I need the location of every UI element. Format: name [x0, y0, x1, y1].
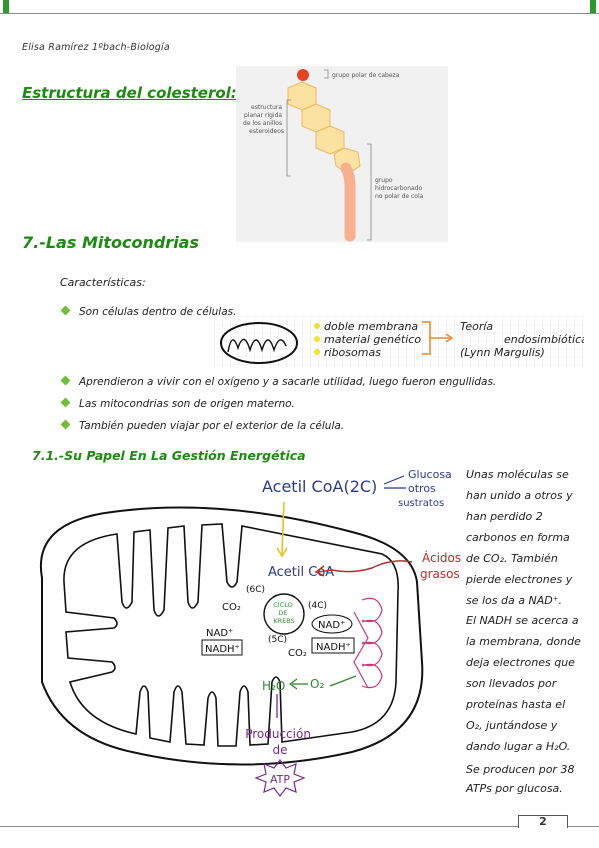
sketch-items: doble membrana material genético ribosom… — [324, 320, 425, 359]
carbon-4: (4C) — [308, 601, 327, 611]
grasos-label: grasos — [420, 567, 460, 581]
nad-right: NAD⁺ — [318, 620, 345, 631]
hydrocarbon-tail — [340, 162, 356, 242]
polar-head-dot — [297, 69, 309, 81]
fatty-acid-arrow — [317, 560, 413, 573]
header-rule — [0, 13, 599, 14]
co2-left: CO₂ — [222, 602, 241, 613]
co2-bottom: CO₂ — [288, 648, 307, 659]
nadh-right: NADH⁺ — [316, 642, 351, 653]
nad-left: NAD⁺ — [206, 628, 233, 639]
mitochondria-sketch: doble membrana material genético ribosom… — [214, 316, 584, 368]
label-polar-head: grupo polar de cabeza — [332, 72, 400, 79]
bullet-icon — [60, 419, 71, 430]
bullet-item-2: Aprendieron a vivir con el oxígeno y a s… — [60, 375, 496, 388]
bullet-item-3: Las mitocondrias son de origen materno. — [60, 397, 295, 410]
h2o-label: H₂O — [262, 679, 285, 693]
paragraph-3: Se producen por 38 ATPs por glucosa. — [466, 763, 575, 795]
outer-membrane — [39, 506, 424, 766]
sketch-theory: Teoría endosimbiótica (Lynn Margulis) — [460, 320, 584, 359]
footer-rule — [0, 826, 599, 827]
paragraph-2: El NADH se acerca a la membrana, donde d… — [466, 614, 581, 753]
page-tab-left — [3, 0, 9, 13]
bullet-icon — [60, 305, 71, 316]
paragraph-1: Unas moléculas se han unido a otros y ha… — [466, 468, 573, 607]
atp-label: ATP — [270, 773, 290, 786]
page-number: 2 — [539, 815, 547, 828]
carbon-5: (5C) — [268, 635, 287, 645]
energetica-heading: 7.1.-Su Papel En La Gestión Energética — [32, 448, 306, 463]
page-tab-right — [590, 0, 596, 13]
bullet-icon — [60, 375, 71, 386]
produccion-label: Producción de — [245, 727, 315, 757]
ciclo-label: CICLO DE KREBS — [273, 601, 295, 625]
acidos-label: Ácidos — [422, 550, 461, 565]
atp-burst — [254, 759, 306, 797]
bullet-item-1: Son células dentro de células. — [60, 305, 236, 318]
acetil-coa-inner: Acetil CoA — [268, 565, 334, 580]
krebs-diagram: Acetil CoA(2C) Glucosa otros sustratos A… — [39, 468, 461, 797]
atp-synthase — [353, 597, 383, 689]
caracteristicas-label: Características: — [60, 276, 146, 289]
mitocondrias-heading: 7.-Las Mitocondrias — [22, 233, 199, 252]
nadh-left: NADH⁺ — [205, 644, 240, 655]
cholesterol-figure: grupo polar de cabeza estructura planar … — [236, 66, 448, 242]
bullet-item-4: También pueden viajar por el exterior de… — [60, 419, 344, 432]
page-number-box: 2 — [518, 815, 568, 828]
acetyl-arrow — [281, 501, 285, 555]
author-line: Elisa Ramírez 1ºbach-Biología — [22, 42, 170, 53]
carbon-6: (6C) — [246, 585, 265, 595]
acetil-coa-top: Acetil CoA(2C) — [262, 477, 377, 496]
label-rigid-structure: estructura planar rígida de los anillos … — [243, 104, 284, 135]
otros-label: otros — [408, 482, 436, 495]
bullet-icon — [60, 397, 71, 408]
label-hydrocarbon-tail: grupo hidrocarbonado no polar de cola — [375, 177, 424, 200]
o2-label: O₂ — [310, 677, 324, 691]
sustratos-label: sustratos — [398, 498, 444, 509]
colesterol-heading: Estructura del colesterol: — [22, 84, 237, 102]
glucosa-label: Glucosa — [408, 468, 452, 481]
steroid-ring-3 — [315, 125, 345, 155]
inner-membrane — [63, 523, 399, 747]
krebs-cycle — [263, 593, 305, 635]
